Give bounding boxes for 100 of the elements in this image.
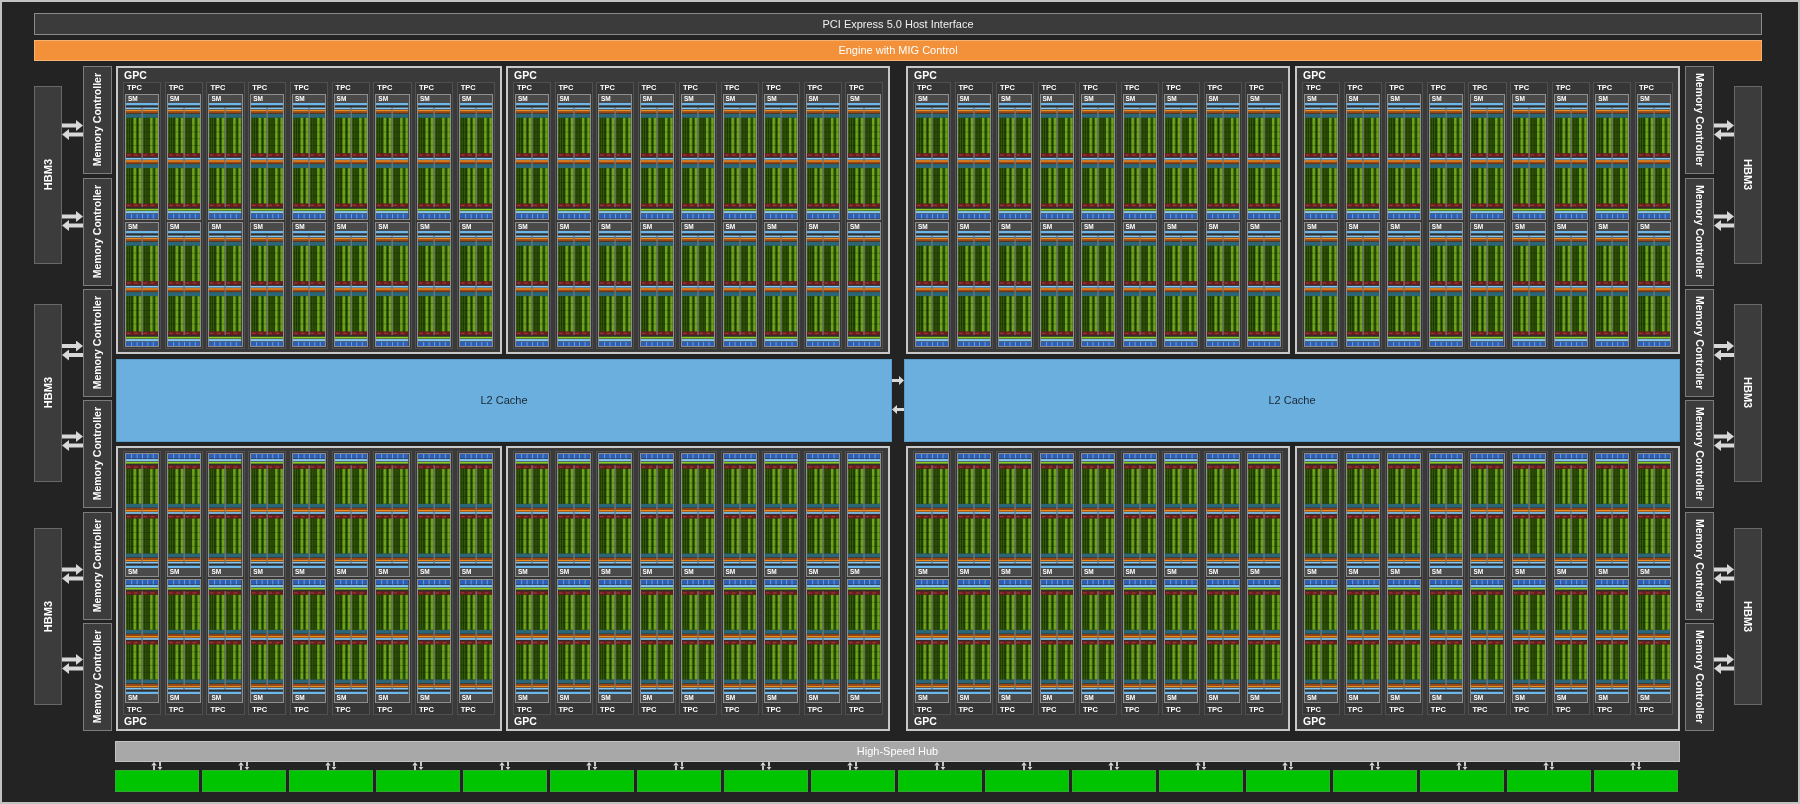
arrow	[679, 761, 685, 771]
arrow	[238, 761, 244, 771]
tpc-column	[720, 82, 759, 349]
arrow	[673, 761, 679, 771]
tpc-column	[1468, 82, 1507, 349]
arrow	[1114, 761, 1120, 771]
link-box	[1507, 770, 1591, 792]
memory-controller-box	[1685, 178, 1714, 286]
tpc-column	[1385, 451, 1424, 715]
arrow	[1456, 761, 1462, 771]
memory-controller-box	[83, 66, 112, 174]
arrow	[505, 761, 511, 771]
tpc-column	[803, 82, 842, 349]
gpc-label: GPC	[514, 69, 537, 82]
link-box	[1420, 770, 1504, 792]
link-box	[289, 770, 373, 792]
arrow	[1714, 120, 1734, 131]
memory-controller-label: Memory Controller	[91, 519, 104, 613]
tpc-column	[331, 451, 370, 715]
tpc-column	[1120, 451, 1159, 715]
link-box	[1072, 770, 1156, 792]
tpc-column	[596, 82, 634, 349]
arrow	[1714, 573, 1734, 584]
memory-controller-box	[83, 400, 112, 508]
tpc-column	[762, 82, 800, 349]
link-box	[1246, 770, 1330, 792]
arrow	[1201, 761, 1207, 771]
arrow	[1714, 663, 1734, 674]
arrow	[1630, 761, 1636, 771]
memory-stack-box	[34, 86, 62, 264]
tpc-column	[1203, 451, 1242, 715]
tpc-column	[637, 82, 676, 349]
arrow	[892, 405, 904, 414]
tpc-column	[1426, 451, 1465, 715]
link-box	[376, 770, 460, 792]
gpc-block	[506, 446, 890, 731]
cache-block	[116, 359, 892, 442]
tpc-column	[289, 451, 329, 715]
tpc-column	[513, 451, 551, 715]
memory-controller-box	[1685, 289, 1714, 397]
arrow	[331, 761, 337, 771]
arrow	[766, 761, 772, 771]
tpc-column	[637, 451, 676, 715]
arrow	[62, 431, 83, 442]
tpc-column	[1079, 451, 1117, 715]
host-interface-bar	[34, 13, 1762, 35]
memory-controller-label: Memory Controller	[1693, 73, 1706, 167]
memory-stack-box	[1734, 304, 1762, 482]
host-interface-label: PCI Express 5.0 Host Interface	[822, 17, 974, 31]
tpc-column	[206, 451, 245, 715]
arrow	[760, 761, 766, 771]
memory-controller-label: Memory Controller	[91, 73, 104, 167]
tpc-column	[456, 82, 495, 349]
arrow	[940, 761, 946, 771]
memory-controller-label: Memory Controller	[1693, 519, 1706, 613]
memory-controller-label: Memory Controller	[1693, 630, 1706, 724]
gpc-block	[116, 66, 502, 354]
gpc-label: GPC	[124, 715, 147, 728]
tpc-column	[456, 451, 495, 715]
cache-label: L2 Cache	[1268, 394, 1316, 407]
link-box	[724, 770, 808, 792]
engine-bar	[34, 40, 1762, 61]
hub-bar	[115, 741, 1680, 762]
tpc-column	[954, 82, 993, 349]
tpc-column	[845, 451, 883, 715]
arrow	[592, 761, 598, 771]
arrow	[62, 220, 83, 231]
gpc-label: GPC	[914, 69, 937, 82]
tpc-column	[248, 82, 287, 349]
tpc-column	[1302, 82, 1341, 349]
arrow	[1714, 440, 1734, 451]
memory-stack-label: HBM3	[41, 600, 55, 633]
arrow	[1549, 761, 1555, 771]
arrow	[62, 120, 83, 131]
tpc-column	[1593, 451, 1632, 715]
arrow	[62, 349, 83, 361]
tpc-column	[596, 451, 634, 715]
arrow	[1714, 564, 1734, 575]
memory-controller-label: Memory Controller	[91, 296, 104, 390]
tpc-column	[1343, 82, 1382, 349]
arrow	[62, 340, 83, 352]
tpc-column	[123, 451, 162, 715]
arrow	[62, 654, 83, 665]
link-box	[115, 770, 199, 792]
arrow	[1195, 761, 1201, 771]
tpc-column	[415, 451, 454, 715]
arrow	[1714, 129, 1734, 140]
arrow	[244, 761, 250, 771]
arrow	[1288, 761, 1294, 771]
tpc-column	[913, 82, 951, 349]
tpc-column	[164, 451, 203, 715]
memory-controller-box	[83, 512, 112, 620]
tpc-column	[554, 82, 593, 349]
memory-controller-box	[1685, 623, 1714, 731]
cache-block	[904, 359, 1680, 442]
tpc-column	[1162, 82, 1200, 349]
arrow	[62, 440, 83, 451]
arrow	[62, 573, 83, 584]
tpc-column	[679, 82, 717, 349]
tpc-column	[1551, 451, 1590, 715]
